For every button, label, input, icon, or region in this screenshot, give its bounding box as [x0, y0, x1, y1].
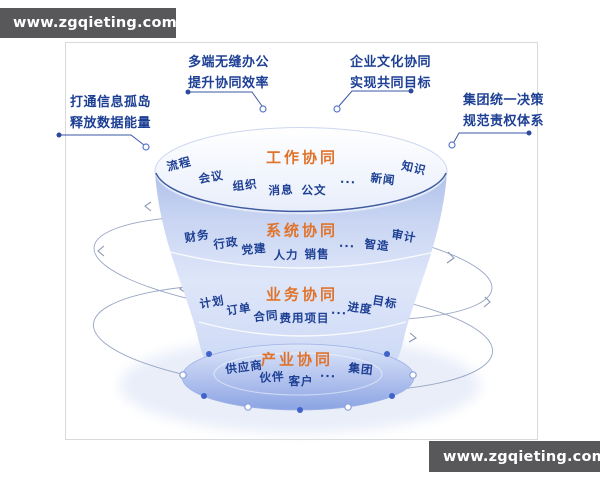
funnel-item: 党建: [240, 240, 268, 258]
annotation-line: 释放数据能量: [70, 116, 152, 131]
funnel-item: 费用: [279, 310, 305, 326]
annotation-left: 打通信息孤岛 释放数据能量: [70, 92, 151, 134]
annotation-line: 规范责权体系: [463, 114, 545, 129]
funnel-item: 销售: [304, 247, 330, 261]
annotation-top-right: 企业文化协同 实现共同目标: [350, 52, 431, 94]
funnel-item: 智造: [363, 236, 391, 254]
funnel-item: 进度: [346, 299, 374, 317]
layer-title-industry: 产业协同: [260, 350, 334, 369]
layer-title-business: 业务协同: [265, 285, 339, 304]
annotation-line: 集团统一决策: [463, 93, 545, 108]
separator-arc-1: [169, 251, 435, 269]
funnel-item: 项目: [304, 311, 330, 325]
annotation-line: 企业文化协同: [350, 55, 432, 70]
funnel-item: ···: [319, 368, 337, 384]
watermark-top-left: www.zgqieting.com: [0, 8, 177, 38]
funnel-item: 消息: [268, 182, 294, 198]
separator-arc-2: [198, 321, 407, 337]
bottom-ellipse-inner: [213, 352, 383, 396]
rim-dots: [179, 351, 417, 413]
funnel-body: [155, 171, 447, 371]
funnel-item: 新闻: [369, 170, 397, 188]
funnel-item: ···: [339, 174, 357, 190]
funnel-item: 伙伴: [259, 369, 285, 385]
annotation-line: 实现共同目标: [350, 76, 432, 91]
annotation-line: 多端无缝办公: [188, 55, 270, 70]
annotation-line: 提升协同效率: [188, 76, 270, 91]
layer-title-work: 工作协同: [265, 148, 339, 167]
funnel-item: 订单: [225, 300, 253, 318]
funnel-item: 客户: [288, 374, 314, 388]
funnel-item: 公文: [301, 183, 327, 197]
top-ellipse-rim: [155, 172, 447, 213]
funnel-item: 集团: [347, 360, 375, 378]
funnel-item: 组织: [231, 176, 259, 194]
leader-lines: [56, 88, 532, 151]
funnel-item: ···: [330, 305, 348, 321]
top-ellipse: [154, 127, 448, 215]
annotation-top-left: 多端无缝办公 提升协同效率: [188, 52, 269, 94]
annotation-line: 打通信息孤岛: [70, 95, 152, 110]
annotation-right: 集团统一决策 规范责权体系: [463, 90, 544, 132]
layer-title-system: 系统协同: [265, 221, 339, 240]
funnel-item: ···: [338, 238, 356, 254]
funnel-item: 合同: [252, 307, 280, 325]
funnel-item: 人力: [273, 247, 299, 263]
funnel-item: 行政: [212, 234, 240, 252]
watermark-bottom-right: www.zgqieting.com: [429, 441, 600, 472]
